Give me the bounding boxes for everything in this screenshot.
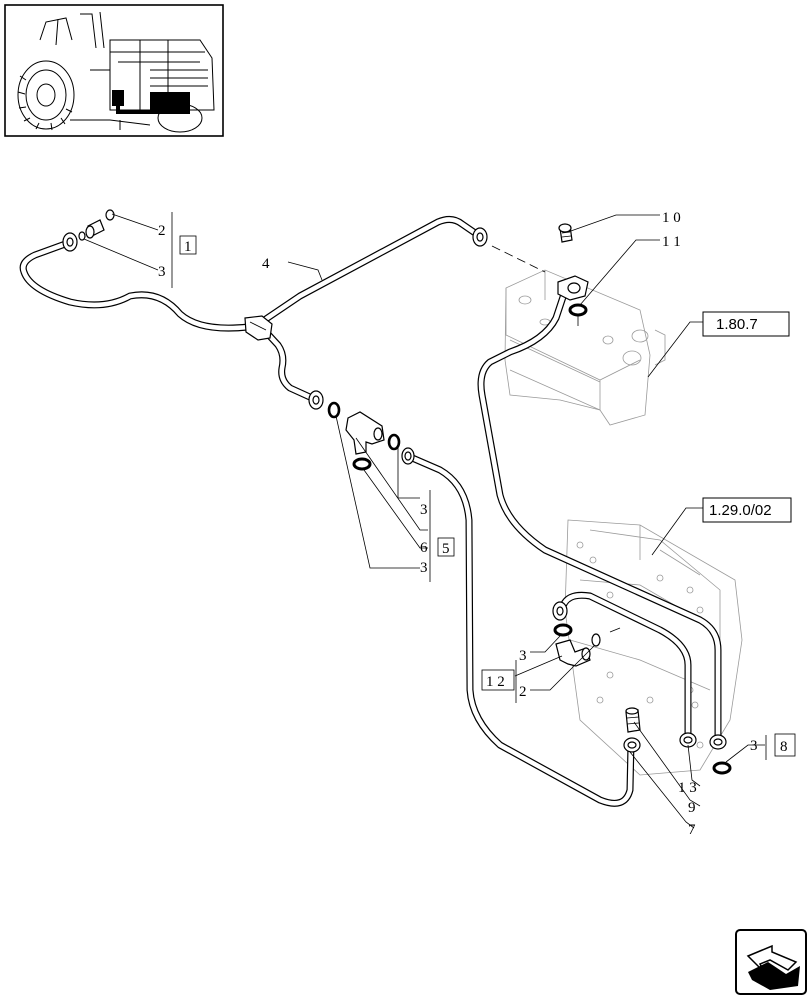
callout-4: 4 [262,256,270,272]
pipe-end-fitting-9 [623,737,641,753]
tee-fitting-5 [345,411,385,455]
tractor-location-thumbnail-icon [4,4,224,137]
elbow-fitting-12 [555,639,591,667]
pipe-end-fitting-7 [401,447,415,465]
pipe-end-fitting-8 [709,734,727,750]
next-page-arrow-icon[interactable] [735,929,807,995]
pipe-long-right [477,284,722,746]
callout-ref-1-80-7[interactable]: 1.80.7 [716,316,758,333]
tee-fitting-upper [244,315,273,341]
ref-box-12 [481,669,515,691]
seal-3-right [387,433,401,451]
assembly-dashed-line [491,245,546,273]
pipe-tee-down [262,328,316,402]
seal-3-left [327,401,341,419]
oring-2-elbow [591,633,601,647]
callout-6: 6 [420,540,428,556]
callout-3-top: 3 [158,264,166,280]
bolt-10 [558,223,573,243]
ref-box-1-29-0-02 [702,497,792,523]
callout-9: 9 [688,800,696,816]
pipe-end-fitting-mid [308,390,324,410]
callout-7: 7 [688,822,696,838]
seal-3-bottom-right [712,761,732,775]
callout-3-tee-lower: 3 [420,560,428,576]
callout-2-top: 2 [158,223,166,239]
adapter-9 [625,707,641,733]
pipe-4 [256,215,482,327]
ref-box-1-80-7 [702,311,790,337]
ref-box-8 [774,733,796,757]
leader-lines [83,212,767,829]
pipe-7 [406,453,635,807]
pipe-left-loop [19,239,252,332]
callout-ref-1[interactable]: 1 [184,239,192,255]
ref-box-1 [179,235,197,255]
callout-ref-12[interactable]: 1 2 [486,674,505,690]
callout-ref-5[interactable]: 5 [442,541,450,557]
callout-2-elbow: 2 [519,684,527,700]
callout-ref-8[interactable]: 8 [780,739,788,755]
union-adapter-1 [78,209,115,241]
pipe-end-fitting-left [62,232,78,252]
seal-3-elbow [553,623,573,637]
callout-3-bottom: 3 [750,738,758,754]
seal-6 [352,457,372,471]
callout-10: 1 0 [662,210,681,226]
pipe-13 [558,591,692,744]
callout-3-tee-upper: 3 [420,502,428,518]
callout-11: 1 1 [662,234,681,250]
pipe-end-fitting-top [472,227,488,247]
callout-ref-1-29-0-02[interactable]: 1.29.0/02 [709,502,772,519]
seal-washer-11 [568,303,588,326]
banjo-fitting [557,275,589,301]
pipe-end-fitting-13-top [552,601,568,621]
pipe-end-fitting-13-bottom [679,732,697,748]
callout-13: 1 3 [678,780,697,796]
ref-box-5 [437,537,455,557]
callout-3-elbow: 3 [519,648,527,664]
